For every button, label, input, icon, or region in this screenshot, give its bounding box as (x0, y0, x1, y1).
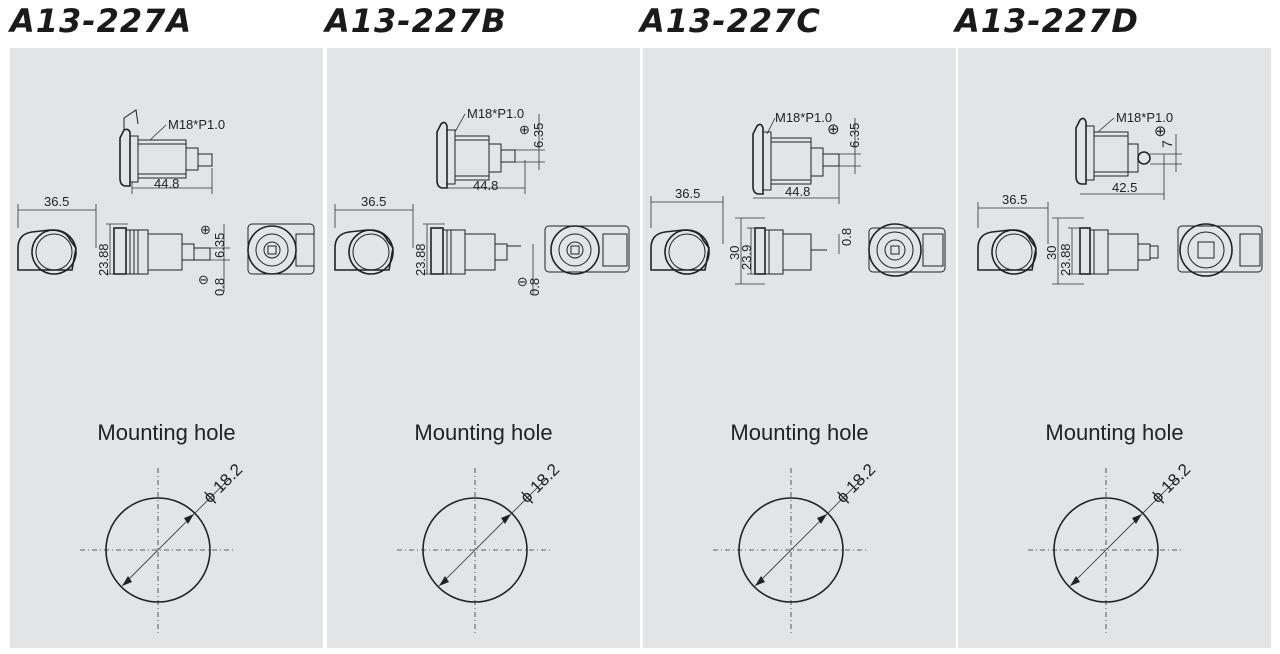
rear-view (544, 225, 630, 275)
body-height-dim: 23.88 (96, 243, 111, 276)
terminal-thick-dim: 0.8 (212, 278, 227, 296)
cap-view (334, 204, 414, 275)
panel-title-c: A13-227C (640, 2, 821, 40)
side-view-top (752, 118, 861, 204)
length-dim: 44.8 (473, 178, 498, 193)
cap-view (977, 202, 1049, 275)
terminal-dim: 6.35 (531, 123, 546, 148)
thread-label: M18*P1.0 (1116, 110, 1173, 125)
drawing-d: M18*P1.0 7 ⊕ 42.5 36.5 30 (977, 110, 1263, 634)
side-view-middle (106, 223, 230, 292)
panel-d: M18*P1.0 7 ⊕ 42.5 36.5 30 (958, 48, 1271, 648)
drawing-b: M18*P1.0 6.35 ⊕ 44.8 36.5 23.88 (334, 106, 630, 634)
hole-diameter: ϕ 18.2 (832, 460, 879, 507)
cap-width-dim: 36.5 (675, 186, 700, 201)
side-view-middle (1052, 217, 1159, 285)
side-view-top (1075, 117, 1182, 200)
mounting-hole-label: Mounting hole (97, 420, 236, 445)
minus-symbol: ⊖ (517, 274, 528, 289)
body-height-dim: 23.9 (739, 245, 754, 270)
mounting-hole (397, 468, 553, 634)
hole-diameter: ϕ 18.2 (516, 460, 563, 507)
panel-title-b: A13-227B (325, 2, 507, 40)
panel-a: M18*P1.0 44.8 36.5 (10, 48, 323, 648)
plus-symbol: ⊕ (827, 121, 840, 138)
side-view-top (119, 109, 213, 194)
thread-label: M18*P1.0 (168, 117, 225, 132)
terminal-dim: 7 (1159, 140, 1175, 148)
mounting-hole-label: Mounting hole (414, 420, 553, 445)
terminal-dim: 6.35 (212, 233, 227, 258)
panel-c: M18*P1.0 6.35 ⊕ 44.8 36.5 3 (643, 48, 956, 648)
plus-symbol: ⊕ (1154, 123, 1167, 140)
thread-label: M18*P1.0 (775, 110, 832, 125)
cap-width-dim: 36.5 (44, 194, 69, 209)
panel-title-a: A13-227A (10, 2, 193, 40)
cap-view (650, 196, 724, 275)
length-dim: 44.8 (154, 176, 179, 191)
plus-symbol: ⊕ (200, 222, 211, 237)
rear-view (868, 223, 946, 277)
side-view-middle (735, 217, 840, 285)
terminal-thick-dim: 0.8 (839, 228, 854, 246)
length-dim: 44.8 (785, 184, 810, 199)
minus-symbol: ⊖ (198, 272, 209, 287)
side-view-top (436, 114, 545, 194)
drawing-c: M18*P1.0 6.35 ⊕ 44.8 36.5 3 (650, 110, 946, 634)
hole-diameter: ϕ 18.2 (199, 460, 246, 507)
body-height-dim: 23.88 (1058, 243, 1073, 276)
hole-diameter: ϕ 18.2 (1147, 460, 1194, 507)
cap-width-dim: 36.5 (1002, 192, 1027, 207)
mounting-hole (1028, 468, 1184, 634)
drawing-a: M18*P1.0 44.8 36.5 (17, 109, 315, 634)
cap-width-dim: 36.5 (361, 194, 386, 209)
terminal-dim: 6.35 (847, 123, 862, 148)
mounting-hole-label: Mounting hole (1045, 420, 1184, 445)
rear-view (1177, 223, 1263, 277)
cap-view (17, 204, 97, 275)
terminal-thick-dim: 0.8 (527, 278, 542, 296)
plus-symbol: ⊕ (519, 122, 530, 137)
mounting-hole (713, 468, 869, 634)
outer-height-dim: 30 (1044, 246, 1059, 260)
panel-title-d: A13-227D (955, 2, 1139, 40)
length-dim: 42.5 (1112, 180, 1137, 195)
panel-b: M18*P1.0 6.35 ⊕ 44.8 36.5 23.88 (327, 48, 640, 648)
body-height-dim: 23.88 (413, 243, 428, 276)
rear-view (247, 223, 315, 275)
side-view-middle (423, 223, 534, 294)
outer-height-dim: 30 (727, 246, 742, 260)
mounting-hole-label: Mounting hole (730, 420, 869, 445)
mounting-hole (80, 468, 236, 634)
thread-label: M18*P1.0 (467, 106, 524, 121)
